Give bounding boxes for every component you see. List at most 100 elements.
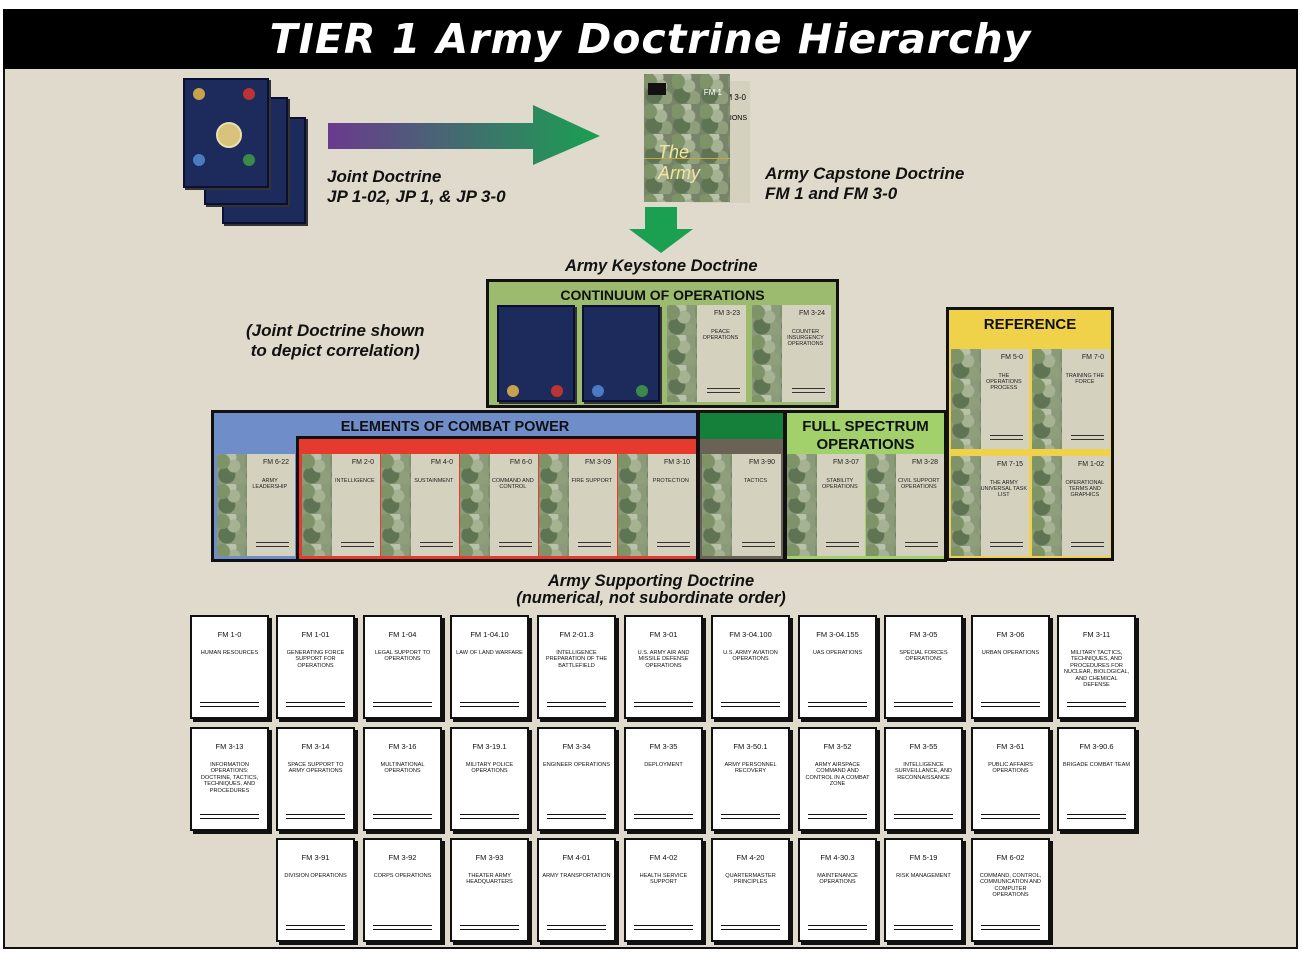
manual-title: HUMAN RESOURCES (200, 650, 259, 656)
manual-title: FIRE SUPPORT (571, 478, 613, 484)
manual-code: FM 1-02 (1077, 461, 1104, 468)
reference-title: REFERENCE (983, 316, 1077, 333)
manual-title: U.S. ARMY AVIATION OPERATIONS (723, 650, 778, 663)
manual-code: FM 3-14 (301, 742, 330, 751)
seal-icon (551, 385, 563, 397)
manual-title: GENERATING FORCE SUPPORT for OPERATIONS (286, 650, 345, 669)
manual-code: FM 2-0 (351, 459, 374, 466)
manual-title: COMMAND and CONTROL (491, 478, 534, 491)
manual-title: COMMAND, CONTROL, COMMUNICATION and COMP… (979, 873, 1042, 899)
manual-code: FM 4-30.3 (820, 853, 855, 862)
manual-code: FM 3-35 (649, 742, 678, 751)
manual-code: FM 5-0 (1000, 354, 1023, 361)
continuum-of-operations-box: CONTINUUM OF OPERATIONS FM 3-23 PEACE OP… (486, 279, 839, 408)
seal-icon (243, 154, 255, 166)
manual-title: ENGINEER OPERATIONS (542, 762, 611, 768)
manual-title: CIVIL SUPPORT OPERATIONS (898, 478, 940, 491)
manual-title: SPACE SUPPORT to ARMY OPERATIONS (287, 762, 344, 775)
manual-code: FM 3-91 (301, 853, 330, 862)
keystone-doctrine-label: Army Keystone Doctrine (565, 257, 758, 275)
manual-title: UAS OPERATIONS (812, 650, 863, 656)
manual-code: FM 3-61 (996, 742, 1025, 751)
manual-title: ARMY LEADERSHIP (252, 478, 288, 491)
manual-code: FM 7-0 (1081, 354, 1104, 361)
manual-title: THE ARMY UNIVERSAL TASK LIST (980, 480, 1027, 499)
joint-pub-5-0 (582, 305, 660, 402)
manual-code: FM 4-20 (736, 853, 765, 862)
manual-title: The OPERATIONS PROCESS (985, 373, 1022, 392)
manual-code: FM 1-04 (388, 630, 417, 639)
manual-code: FM 3-07 (832, 459, 859, 466)
manual-title: CORPS OPERATIONS (373, 873, 432, 879)
manual-code: FM 3-34 (562, 742, 591, 751)
manual-title: INTELLIGENCE PREPARATION of the BATTLEFI… (545, 650, 608, 669)
title-banner: TIER 1 Army Doctrine Hierarchy (3, 9, 1298, 69)
combat-power-title: ELEMENTS OF COMBAT POWER (340, 419, 570, 435)
manual-title: BRIGADE COMBAT TEAM (1062, 762, 1131, 768)
manual-code: FM 3-09 (584, 459, 611, 466)
fm-3-24-manual: FM 3-24 COUNTER INSURGENCY OPERATIONS (752, 305, 831, 402)
manual-code: FM 5-19 (909, 853, 938, 862)
capstone-to-keystone-arrow (629, 207, 693, 253)
manual-code: FM 3-11 (1082, 630, 1111, 639)
fm-1-manual: FM 1 The Army (644, 74, 730, 202)
manual-code: FM 3-19.1 (472, 742, 507, 751)
manual-title: INFORMATION OPERATIONS: DOCTRINE, TACTIC… (200, 762, 259, 794)
manual-code: FM 1-04.10 (470, 630, 509, 639)
continuum-title: CONTINUUM OF OPERATIONS (560, 287, 765, 303)
manual-title: MILITARY TACTICS, TECHNIQUES, and PROCED… (1063, 650, 1130, 689)
seal-icon (193, 88, 205, 100)
joint-pub-front (183, 78, 269, 188)
seal-icon (193, 154, 205, 166)
manual-code: FM 3-52 (823, 742, 852, 751)
manual-title: DIVISION OPERATIONS (284, 873, 347, 879)
manual-code: FM 3-55 (909, 742, 938, 751)
manual-code: FM 3-10 (663, 459, 690, 466)
manual-code: FM 3-04.155 (816, 630, 859, 639)
manual-title: STABILITY OPERATIONS (821, 478, 858, 491)
reference-manual: FM 5-0The OPERATIONS PROCESS (951, 349, 1029, 449)
manual-code: FM 4-01 (562, 853, 591, 862)
manual-code: FM 3-01 (649, 630, 678, 639)
manual-title: TACTICS (743, 478, 768, 484)
manual-code: FM 3-06 (996, 630, 1025, 639)
manual-title: MILITARY POLICE OPERATIONS (465, 762, 514, 775)
joint-to-capstone-arrow (328, 105, 600, 165)
manual-title: QUARTERMASTER PRINCIPLES (725, 873, 776, 886)
joint-pub-3-0 (497, 305, 575, 402)
manual-title: INTELLIGENCE (334, 478, 375, 484)
seal-icon (216, 122, 242, 148)
manual-code: FM 2-01.3 (559, 630, 594, 639)
manual-title: ARMY TRANSPORTATION (542, 873, 611, 879)
manual-title: LEGAL SUPPORT to OPERATIONS (374, 650, 431, 663)
manual-title: PROTECTION (652, 478, 689, 484)
manual-title: ARMY PERSONNEL RECOVERY (724, 762, 777, 775)
seal-icon (507, 385, 519, 397)
supporting-doctrine-label: Army Supporting Doctrine(numerical, not … (516, 572, 786, 607)
